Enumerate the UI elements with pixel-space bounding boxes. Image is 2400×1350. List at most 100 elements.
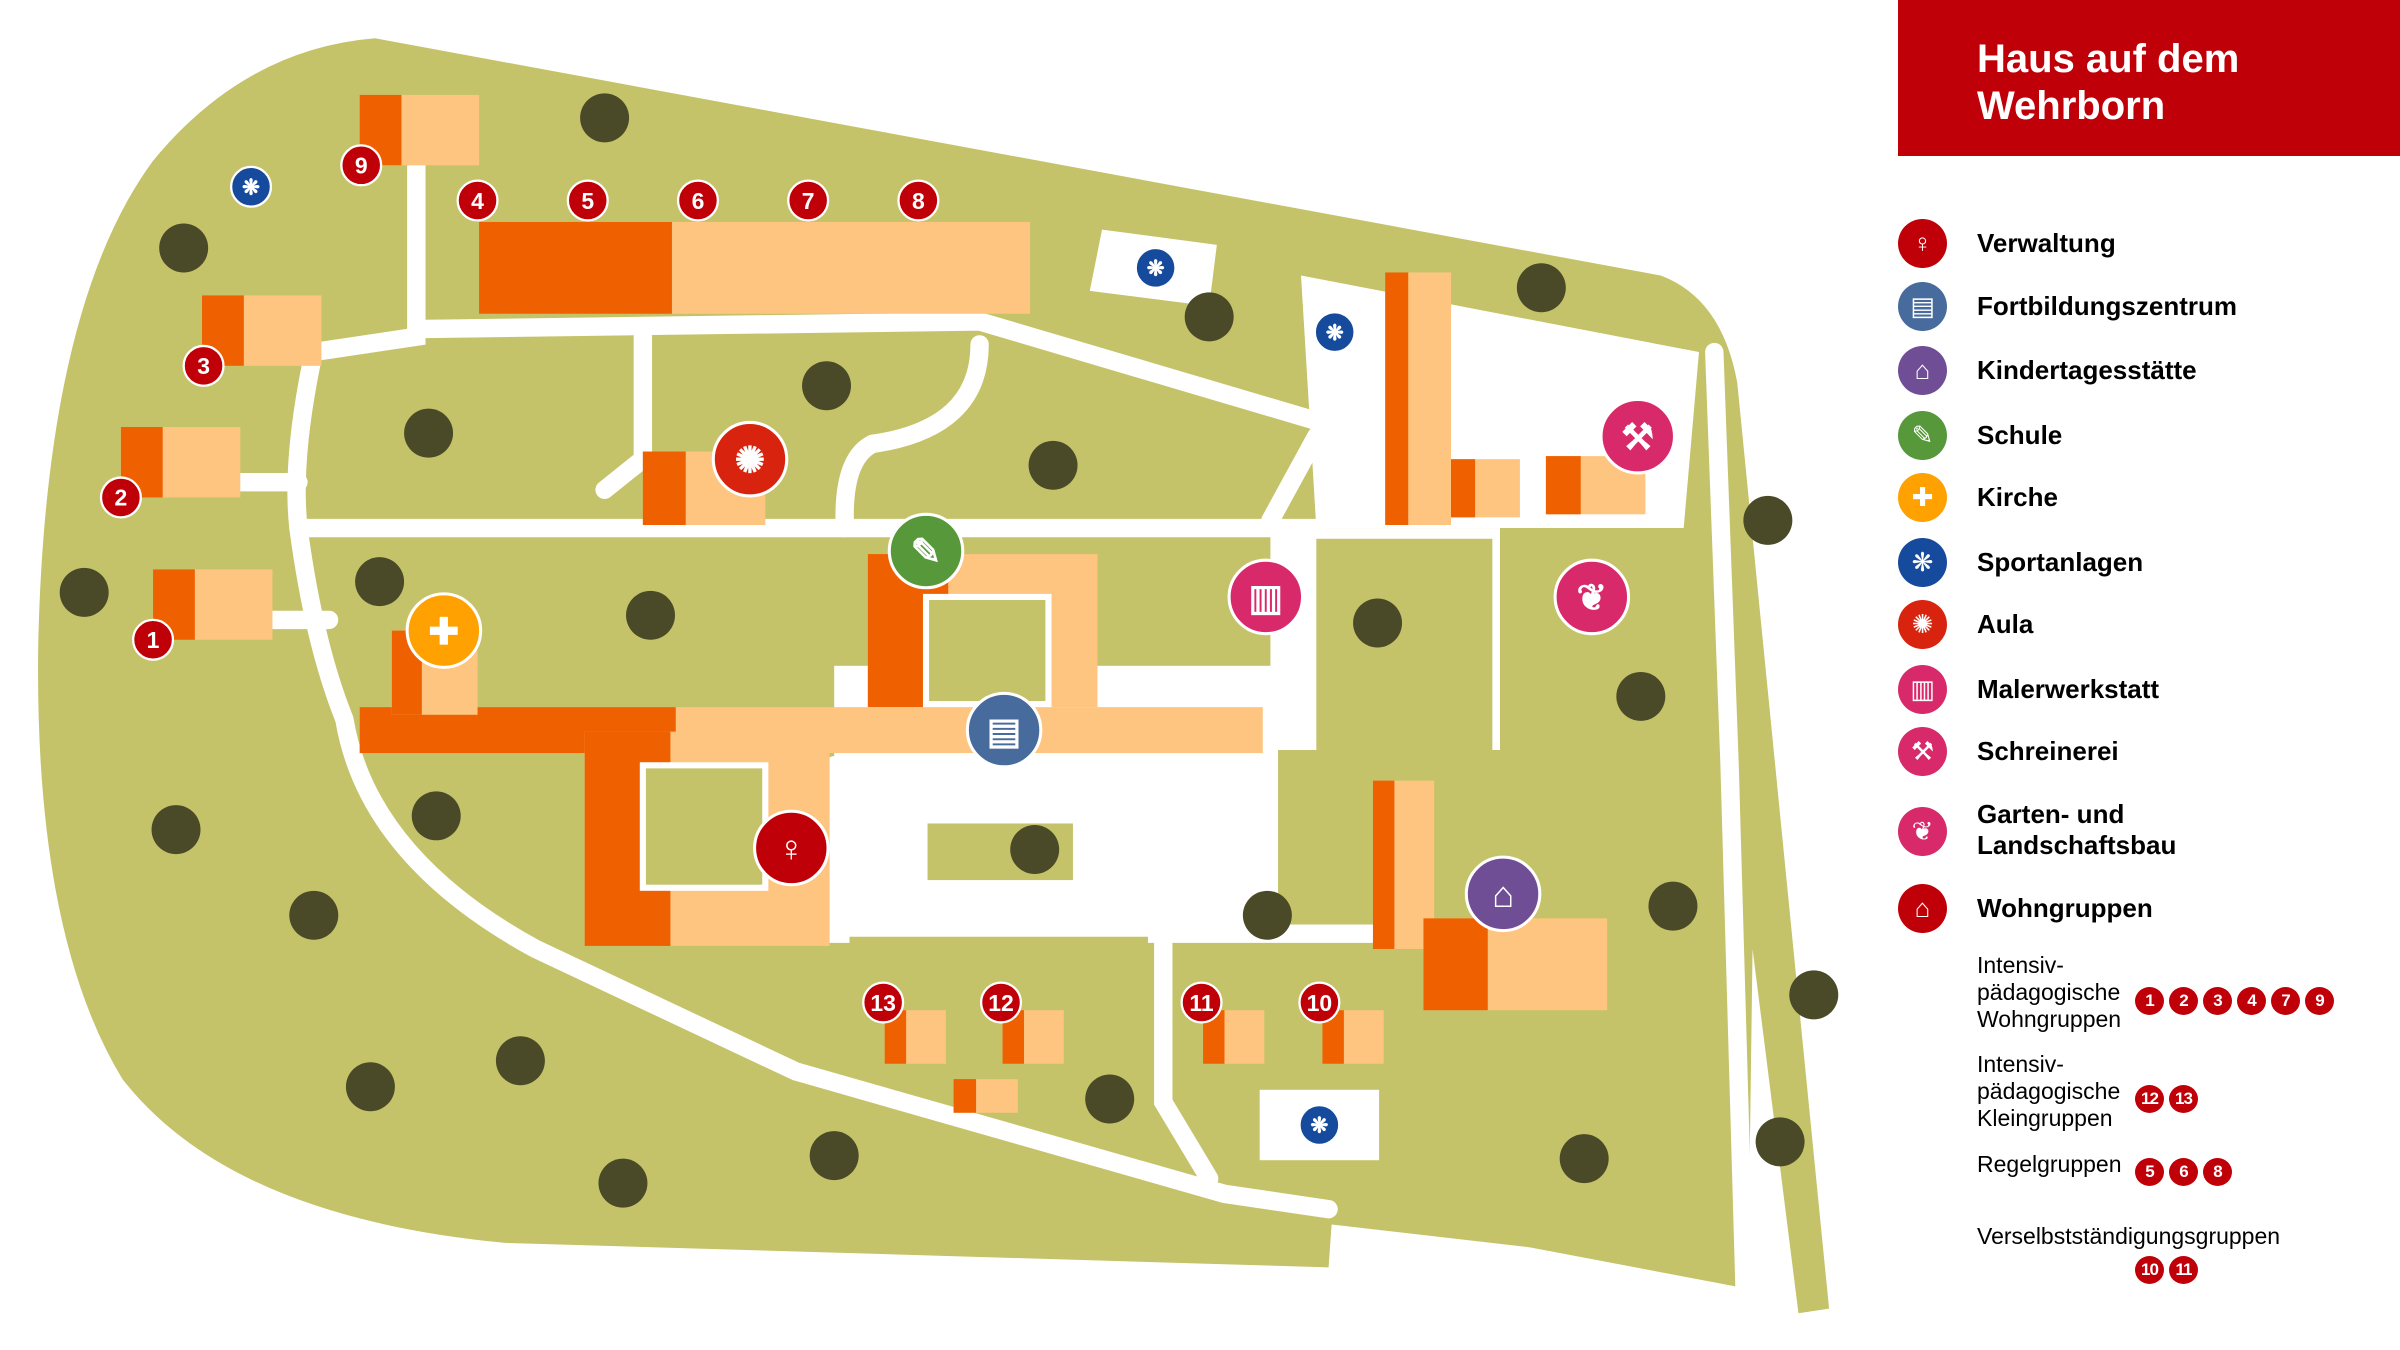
tree-icon — [580, 93, 630, 143]
wohngruppe-marker-7[interactable]: 7 — [787, 179, 830, 222]
wohngruppe-marker-3[interactable]: 3 — [182, 344, 225, 387]
hammer-marker[interactable]: ⚒ — [1599, 397, 1677, 475]
group-number-badge: 4 — [2237, 987, 2266, 1015]
marker-glyph: ▤ — [987, 710, 1022, 751]
buildings — [120, 94, 1646, 1113]
church-marker[interactable]: ✚ — [405, 592, 483, 669]
paintbrush-marker[interactable]: ▥ — [1227, 558, 1305, 636]
building-roof — [1203, 1010, 1225, 1064]
paintbrush-icon-glyph: ▥ — [1910, 674, 1935, 704]
marker-glyph: ✎ — [911, 531, 942, 572]
sports-marker[interactable]: ❋ — [229, 165, 273, 208]
presentation-icon-glyph: ▤ — [1910, 291, 1935, 321]
legend-label: Kirche — [1977, 482, 2058, 512]
ball-icon-glyph: ❋ — [1911, 547, 1934, 577]
wohngruppe-marker-10[interactable]: 10 — [1298, 981, 1341, 1024]
sports-marker[interactable]: ❋ — [1134, 246, 1177, 289]
tree-icon — [1085, 1074, 1135, 1124]
tree-icon — [59, 567, 109, 617]
sprout-marker[interactable]: ❦ — [1553, 558, 1631, 636]
page-title: Haus auf dem Wehrborn — [1977, 37, 2240, 128]
group-number-badge: 12 — [2135, 1085, 2164, 1113]
presentation-icon: ▤ — [1898, 282, 1947, 331]
group-number-badge: 9 — [2305, 987, 2334, 1015]
tree-icon — [289, 890, 339, 940]
legend-label: Aula — [1977, 609, 2034, 639]
ball-icon: ❋ — [1898, 538, 1947, 587]
sprout-icon: ❦ — [1898, 807, 1947, 856]
tree-icon — [1648, 881, 1698, 931]
wohngruppe-marker-8[interactable]: 8 — [897, 179, 940, 222]
marker-number: 10 — [1307, 990, 1333, 1016]
church-icon-glyph: ✚ — [1911, 482, 1934, 512]
paintbrush-icon: ▥ — [1898, 665, 1947, 714]
stage-icon-glyph: ✺ — [1911, 609, 1934, 639]
tree-icon — [159, 223, 209, 273]
legend-item: ▥Malerwerkstatt — [1898, 665, 2159, 714]
group-label: Intensiv-pädagogische Kleingruppen — [1977, 1051, 2121, 1131]
person-marker[interactable]: ♀ — [753, 809, 830, 887]
group-number-badge: 6 — [2169, 1158, 2198, 1186]
marker-glyph: ❋ — [1310, 1114, 1328, 1138]
wohngruppe-marker-9[interactable]: 9 — [340, 144, 383, 187]
marker-number: 2 — [115, 485, 128, 511]
wohngruppe-marker-12[interactable]: 12 — [979, 981, 1023, 1024]
legend-item: ✎ Schule — [1898, 411, 2062, 460]
group-label: Intensiv-pädagogische Wohngruppen — [1977, 952, 2122, 1032]
wohngruppe-marker-11[interactable]: 11 — [1180, 981, 1223, 1024]
hammer-icon: ⚒ — [1898, 727, 1947, 776]
marker-number: 11 — [1189, 990, 1213, 1016]
legend-label: Fortbildungszentrum — [1977, 291, 2237, 321]
tree-icon — [1028, 440, 1078, 490]
wohngruppe-marker-13[interactable]: 13 — [862, 981, 905, 1024]
wohngruppe-marker-2[interactable]: 2 — [99, 476, 142, 519]
playground-icon-glyph: ⌂ — [1914, 355, 1931, 385]
ruler-pencil-icon-glyph: ✎ — [1911, 420, 1934, 450]
tree-icon — [598, 1158, 648, 1208]
legend-item: ✺ Aula — [1898, 600, 2033, 649]
trees — [59, 93, 1839, 1208]
marker-number: 13 — [870, 990, 896, 1016]
tree-icon — [355, 557, 405, 607]
marker-number: 1 — [147, 627, 160, 653]
wohngruppe-marker-1[interactable]: 1 — [132, 618, 175, 661]
wohngruppe-marker-5[interactable]: 5 — [566, 179, 609, 222]
stage-marker[interactable]: ✺ — [711, 420, 789, 498]
group-number-badge: 8 — [2203, 1158, 2232, 1186]
tree-icon — [151, 805, 201, 855]
playground-marker[interactable]: ⌂ — [1464, 855, 1542, 933]
building-roof — [1372, 780, 1395, 949]
marker-glyph: ✺ — [735, 439, 766, 480]
hammer-icon-glyph: ⚒ — [1910, 736, 1935, 766]
marker-number: 12 — [988, 990, 1014, 1016]
marker-glyph: ▥ — [1248, 577, 1283, 618]
sports-marker[interactable]: ❋ — [1313, 311, 1356, 354]
courtyard — [639, 762, 769, 891]
group-number-badge: 2 — [2169, 987, 2198, 1015]
house-icon-glyph: ⌂ — [1914, 893, 1931, 923]
building-roof — [953, 1079, 977, 1113]
wohngruppe-marker-4[interactable]: 4 — [456, 179, 499, 222]
presentation-marker[interactable]: ▤ — [965, 691, 1043, 769]
marker-number: 6 — [692, 188, 705, 214]
legend-label: Schule — [1977, 420, 2063, 450]
tree-icon — [495, 1036, 545, 1086]
legend-label: Garten- und Landschaftsbau — [1977, 799, 2177, 860]
wohngruppe-marker-6[interactable]: 6 — [676, 179, 720, 222]
sports-marker[interactable]: ❋ — [1298, 1103, 1341, 1147]
tree-icon — [1789, 970, 1839, 1020]
tree-icon — [1743, 495, 1793, 545]
group-number-badge: 5 — [2135, 1158, 2164, 1186]
legend-label: Wohngruppen — [1977, 893, 2153, 923]
legend-label: Verwaltung — [1977, 228, 2116, 258]
tree-icon — [1755, 1117, 1805, 1167]
sprout-icon-glyph: ❦ — [1911, 816, 1934, 846]
marker-glyph: ✚ — [428, 611, 459, 652]
marker-number: 8 — [912, 188, 925, 214]
ruler-pencil-marker[interactable]: ✎ — [887, 512, 965, 590]
marker-glyph: ❦ — [1576, 577, 1607, 618]
marker-glyph: ❋ — [242, 175, 260, 199]
marker-number: 9 — [355, 153, 368, 179]
